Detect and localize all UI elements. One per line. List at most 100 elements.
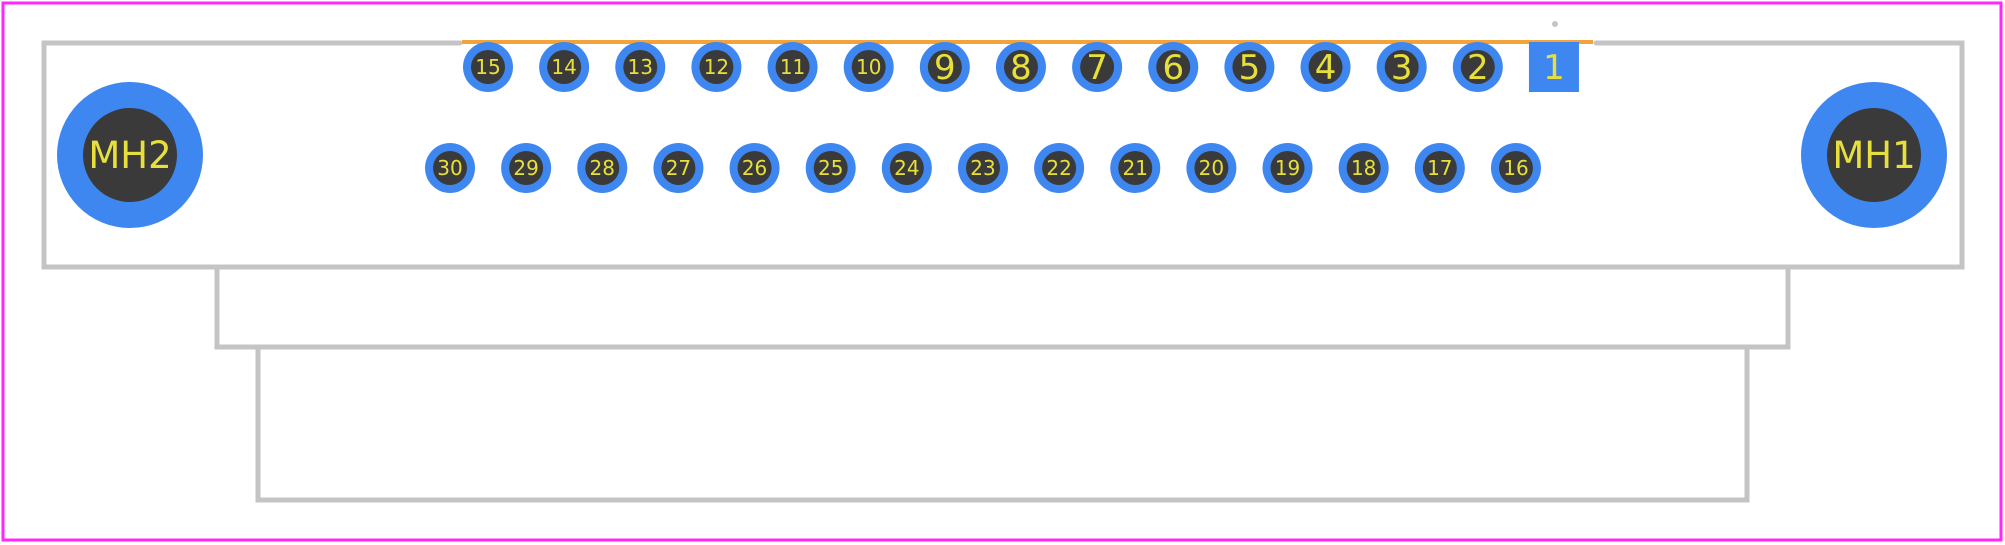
pad-label: 18 [1351,156,1376,180]
pad-5: 5 [1224,42,1275,92]
pad-2: 2 [1452,42,1503,92]
pad-drill [927,50,962,84]
pad-drill [1384,50,1419,84]
pad-label: 9 [934,48,956,88]
pad-20: 20 [1186,143,1237,193]
pad-drill [737,151,772,185]
pad-label: 2 [1467,48,1489,88]
pad-label: 1 [1543,48,1565,88]
pad-11: 11 [767,42,818,92]
pad-label: 11 [780,55,805,79]
pad-26: 26 [729,143,780,193]
pad-21: 21 [1110,143,1161,193]
pad-label: 12 [704,55,729,79]
pad-25: 25 [805,143,856,193]
pad-label: 17 [1427,156,1452,180]
pad-drill [433,151,467,185]
pad-drill [1003,50,1038,84]
pin1-marker-dot [1552,21,1558,27]
pad-drill [1232,50,1267,84]
pad-drill [1346,151,1381,185]
pad-6: 6 [1148,42,1199,92]
pad-19: 19 [1262,143,1313,193]
connector-shell-outline [214,264,1791,350]
pad-17: 17 [1414,143,1465,193]
pad-drill [1080,50,1115,84]
pad-drill [471,50,505,84]
pad-29: 29 [501,143,552,193]
mounting-hole-mh1: MH1 [1801,82,1947,228]
pad-23: 23 [957,143,1008,193]
pad-label: 24 [894,156,919,180]
pad-drill [1498,151,1533,185]
pad-14: 14 [539,42,590,92]
pad-drill [1460,50,1495,84]
mounting-hole-layer: MH2 MH1 [57,82,1947,228]
pad-label: 14 [551,55,576,79]
pad-drill [509,151,544,185]
pad-label: 25 [818,156,843,180]
pad-27: 27 [653,143,704,193]
pad-16: 16 [1490,143,1541,193]
pad-label: 22 [1046,156,1071,180]
mounting-hole-drill [1827,108,1921,202]
pad-drill [585,151,620,185]
connector-plug-outline [255,344,1750,503]
pad-24: 24 [881,143,932,193]
mounting-hole-label: MH2 [88,134,171,177]
pad-drill [851,50,886,84]
pad-label: 23 [970,156,995,180]
pad-label: 15 [475,55,500,79]
pad-8: 8 [995,42,1046,92]
mounting-hole-drill [83,108,177,202]
pad-label: 3 [1391,48,1413,88]
pad-label: 19 [1275,156,1300,180]
pad-drill [547,50,582,84]
pad-drill [965,151,1000,185]
pad-label: 27 [666,156,691,180]
pad-label: 28 [590,156,615,180]
pad-drill [1042,151,1077,185]
pad-drill [1422,151,1457,185]
pad-label: 30 [437,156,462,180]
pad-label: 29 [513,156,538,180]
pad-drill [1270,151,1305,185]
pad-drill [1118,151,1153,185]
mounting-hole-label: MH1 [1832,134,1915,177]
pad-drill [1156,50,1191,84]
pad-10: 10 [843,42,894,92]
pad-label: 5 [1239,48,1261,88]
pad-label: 20 [1199,156,1224,180]
pad-22: 22 [1034,143,1085,193]
pad-label: 16 [1503,156,1528,180]
pad-1: 1 [1528,42,1579,92]
pad-9: 9 [919,42,970,92]
pad-label: 13 [628,55,653,79]
pad-label: 8 [1010,48,1032,88]
silkscreen-outline [41,40,1965,503]
pad-drill [661,151,696,185]
pad-label: 10 [856,55,881,79]
pad-drill [699,50,734,84]
pad-label: 21 [1123,156,1148,180]
pad-13: 13 [615,42,666,92]
pad-30: 30 [425,143,475,193]
pad-drill [775,50,810,84]
pad-label: 26 [742,156,767,180]
pad-4: 4 [1300,42,1351,92]
pad-7: 7 [1072,42,1123,92]
pad-label: 7 [1086,48,1108,88]
pad-12: 12 [691,42,742,92]
pad-label: 4 [1315,48,1337,88]
pad-28: 28 [577,143,628,193]
pad-drill [889,151,924,185]
pad-15: 15 [463,42,513,92]
pad-drill [813,151,848,185]
pad-label: 6 [1162,48,1184,88]
pad-drill [623,50,658,84]
pad-drill [1308,50,1343,84]
mounting-hole-mh2: MH2 [57,82,203,228]
